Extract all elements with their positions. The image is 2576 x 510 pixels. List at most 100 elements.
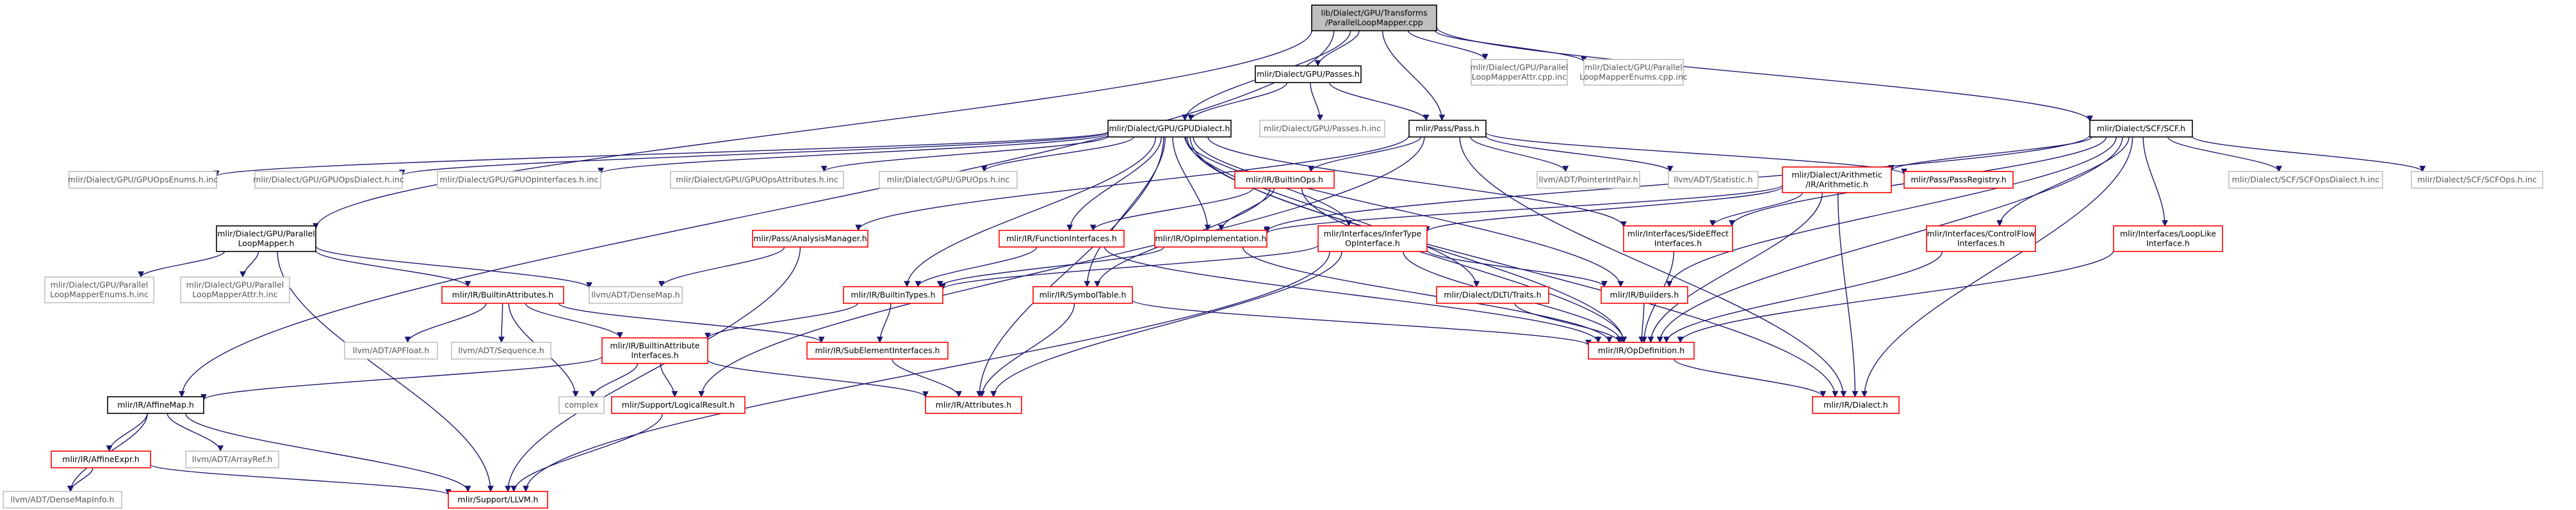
node-box: [1903, 171, 2014, 189]
node-label: mlir/Dialect/Arithmetic: [1791, 170, 1882, 180]
node-dltitraits[interactable]: mlir/Dialect/DLTI/Traits.h: [1436, 286, 1549, 304]
node-arith[interactable]: mlir/Dialect/Arithmetic/IR/Arithmetic.h: [1782, 166, 1892, 193]
node-label: mlir/Dialect/GPU/Passes.h.inc: [1264, 124, 1381, 133]
edge-affinemap-to-llvm_h: [185, 413, 471, 492]
edge-scf_h-to-arith: [1888, 136, 2092, 171]
node-label: mlir/Dialect/GPU/Parallel: [1585, 63, 1683, 72]
node-box: [185, 450, 279, 468]
node-label: mlir/Dialect/GPU/GPUOpsAttributes.h.inc: [676, 175, 838, 184]
node-box: [1107, 120, 1232, 138]
node-label: LoopMapperAttr.h.inc: [192, 290, 278, 299]
node-builtinops[interactable]: mlir/IR/BuiltinOps.h: [1234, 171, 1335, 189]
node-densemapinfo: llvm/ADT/DenseMapInfo.h: [3, 491, 122, 509]
node-opdefinition[interactable]: mlir/IR/OpDefinition.h: [1588, 342, 1695, 360]
edge-builtinattrinterfaces-to-logicalresult: [660, 363, 678, 397]
node-label: mlir/Pass/PassRegistry.h: [1911, 175, 2006, 184]
edge-builtinattrs-to-subelement: [558, 303, 825, 343]
edge-gpu_dialect-to-builtintypes: [904, 136, 1157, 287]
node-box: [51, 450, 151, 468]
edge-root-to-attr_cpp_inc: [1408, 30, 1488, 60]
node-gpu_dialect[interactable]: mlir/Dialect/GPU/GPUDialect.h: [1107, 120, 1232, 138]
node-densemap: llvm/ADT/DenseMap.h: [589, 286, 683, 304]
node-plm_attr_inc: mlir/Dialect/GPU/ParallelLoopMapperAttr.…: [180, 276, 290, 303]
node-dialect_h[interactable]: mlir/IR/Dialect.h: [1812, 396, 1900, 414]
node-pass_h[interactable]: mlir/Pass/Pass.h: [1408, 120, 1487, 138]
node-affineexpr[interactable]: mlir/IR/AffineExpr.h: [51, 450, 151, 468]
node-label: mlir/Support/LogicalResult.h: [622, 400, 735, 410]
node-llvm_h[interactable]: mlir/Support/LLVM.h: [448, 491, 548, 509]
node-box: [344, 342, 438, 360]
node-affinemap[interactable]: mlir/IR/AffineMap.h: [107, 396, 204, 414]
edge-gpu_dialect-to-symboltable: [1084, 136, 1166, 287]
node-label: mlir/Dialect/GPU/GPUOpsDialect.h.inc: [253, 175, 404, 184]
node-label: Interfaces.h: [1654, 239, 1702, 248]
node-label: Interfaces.h: [1957, 239, 2005, 248]
edge-arith-to-dialect_h: [1838, 192, 1859, 397]
node-subelement[interactable]: mlir/IR/SubElementInterfaces.h: [806, 342, 949, 360]
edge-funcinterfaces-to-builtintypes: [915, 246, 1038, 287]
edge-builtinattrs-to-sequence: [498, 303, 505, 343]
node-builders[interactable]: mlir/IR/Builders.h: [1601, 286, 1688, 304]
node-label: mlir/Dialect/GPU/Parallel: [51, 280, 149, 290]
node-box: [180, 276, 290, 303]
node-box: [2228, 171, 2383, 189]
edge-root-to-enums_cpp_inc: [1435, 30, 1587, 63]
node-sequence: llvm/ADT/Sequence.h: [451, 342, 551, 360]
node-label: mlir/IR/SubElementInterfaces.h: [815, 346, 940, 355]
node-logicalresult[interactable]: mlir/Support/LogicalResult.h: [611, 396, 746, 414]
node-box: [1623, 225, 1733, 252]
edge-root-to-pass_h: [1382, 30, 1446, 121]
node-scf_h[interactable]: mlir/Dialect/SCF/SCF.h: [2089, 120, 2193, 138]
node-box: [670, 171, 844, 189]
node-box: [1588, 342, 1695, 360]
node-label: llvm/ADT/APFloat.h: [353, 346, 430, 355]
node-box: [2113, 225, 2223, 252]
node-label: llvm/ADT/Sequence.h: [458, 346, 544, 355]
node-gpu_passes[interactable]: mlir/Dialect/GPU/Passes.h: [1255, 65, 1362, 83]
node-label: /ParallelLoopMapper.cpp: [1325, 18, 1423, 28]
node-box: [1471, 59, 1568, 86]
edge-gpu_dialect-to-gpuopinterfaces: [598, 132, 1109, 174]
node-plm_h[interactable]: mlir/Dialect/GPU/ParallelLoopMapper.h: [216, 225, 316, 252]
node-label: mlir/Dialect/GPU/Parallel: [186, 280, 284, 290]
node-box: [216, 225, 316, 252]
node-box: [448, 491, 548, 509]
node-gpuopinterfaces: mlir/Dialect/GPU/GPUOpInterfaces.h.inc: [437, 171, 601, 189]
node-label: mlir/Dialect/SCF/SCFOps.h.inc: [2417, 175, 2537, 184]
node-label: mlir/IR/Builders.h: [1610, 290, 1679, 299]
edge-pass_h-to-pointerintpair: [1470, 136, 1569, 172]
node-label: mlir/Interfaces/InferType: [1324, 229, 1422, 239]
node-attributes[interactable]: mlir/IR/Attributes.h: [925, 396, 1022, 414]
node-passregistry[interactable]: mlir/Pass/PassRegistry.h: [1903, 171, 2014, 189]
node-box: [107, 396, 204, 414]
node-symboltable[interactable]: mlir/IR/SymbolTable.h: [1032, 286, 1133, 304]
node-funcinterfaces[interactable]: mlir/IR/FunctionInterfaces.h: [999, 230, 1125, 248]
node-label: mlir/IR/FunctionInterfaces.h: [1006, 234, 1117, 243]
node-label: complex: [565, 400, 599, 410]
node-box: [2411, 171, 2543, 189]
node-builtinattrs[interactable]: mlir/IR/BuiltinAttributes.h: [441, 286, 564, 304]
edge-gpu_passes-to-pass_h: [1329, 82, 1430, 121]
edge-pass_h-to-dialect_h: [1459, 136, 1847, 397]
edge-gpu_dialect-to-gpuops: [981, 136, 1134, 172]
edge-infertype-to-attributes: [990, 251, 1342, 397]
node-builtintypes[interactable]: mlir/IR/BuiltinTypes.h: [843, 286, 943, 304]
edge-opimpl-to-opdefinition: [1242, 246, 1613, 343]
edge-pass_h-to-statistic: [1485, 136, 1674, 172]
node-box: [1154, 230, 1268, 248]
node-opimpl[interactable]: mlir/IR/OpImplementation.h: [1154, 230, 1268, 248]
node-analysismgr[interactable]: mlir/Pass/AnalysisManager.h: [752, 230, 868, 248]
node-label: llvm/ADT/Statistic.h: [1674, 175, 1752, 184]
edge-builtinattrinterfaces-to-complex: [589, 363, 639, 397]
edge-builtinattrinterfaces-to-attributes: [707, 359, 929, 398]
edge-scf_h-to-opdefinition: [1656, 136, 2123, 343]
node-box: [601, 337, 708, 364]
node-root[interactable]: lib/Dialect/GPU/Transforms/ParallelLoopM…: [1311, 4, 1437, 31]
edge-opimpl-to-builtintypes: [937, 246, 1164, 287]
node-gpuopsattrs: mlir/Dialect/GPU/GPUOpsAttributes.h.inc: [670, 171, 844, 189]
